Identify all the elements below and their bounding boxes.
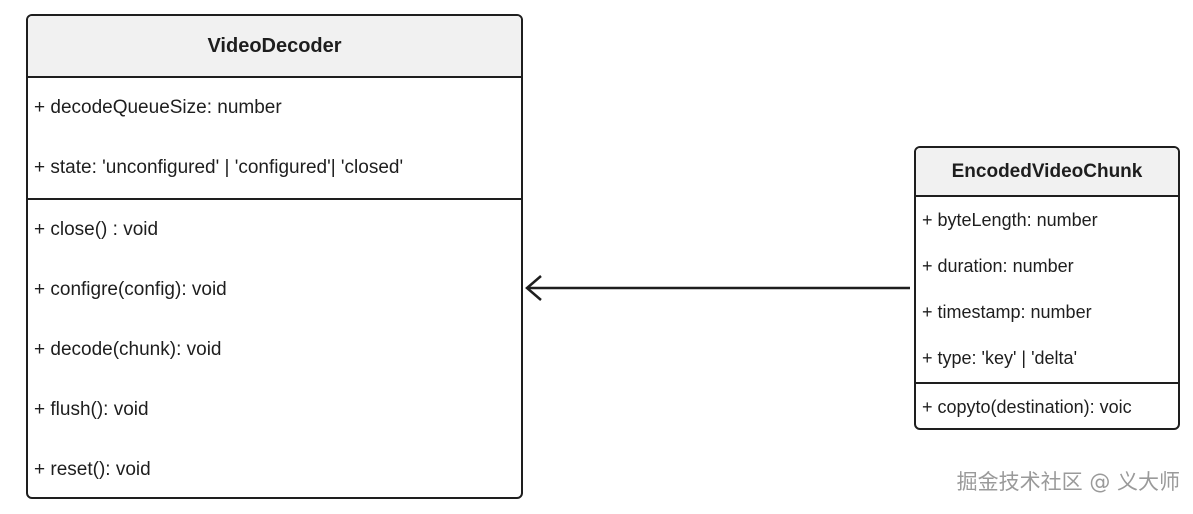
attribute: + decodeQueueSize: number [34, 97, 282, 118]
attributes-section: + byteLength: number + duration: number … [916, 197, 1178, 382]
operations-section: + close() : void + configre(config): voi… [28, 198, 521, 497]
watermark-text: 掘金技术社区 @ 义大师 [956, 470, 1180, 494]
arrow-head [525, 275, 542, 301]
operation: + copyto(destination): voic [922, 396, 1132, 417]
attributes-section: + decodeQueueSize: number + state: 'unco… [28, 78, 521, 198]
operation: + reset(): void [34, 459, 151, 480]
operation: + close() : void [34, 219, 159, 240]
attribute: + state: 'unconfigured' | 'configured'| … [34, 157, 404, 178]
class-name: EncodedVideoChunk [916, 148, 1178, 197]
attribute: + type: 'key' | 'delta' [922, 348, 1078, 369]
class-videodecoder[interactable]: VideoDecoder + decodeQueueSize: number +… [26, 14, 523, 499]
class-name: VideoDecoder [28, 16, 521, 78]
attribute: + duration: number [922, 255, 1074, 276]
attribute: + byteLength: number [922, 209, 1098, 230]
class-encodedvideochunk[interactable]: EncodedVideoChunk + byteLength: number +… [914, 146, 1180, 430]
operation: + decode(chunk): void [34, 339, 222, 360]
operation: + configre(config): void [34, 279, 227, 300]
operation: + flush(): void [34, 399, 149, 420]
attribute: + timestamp: number [922, 302, 1092, 323]
operations-section: + copyto(destination): voic [916, 382, 1178, 428]
